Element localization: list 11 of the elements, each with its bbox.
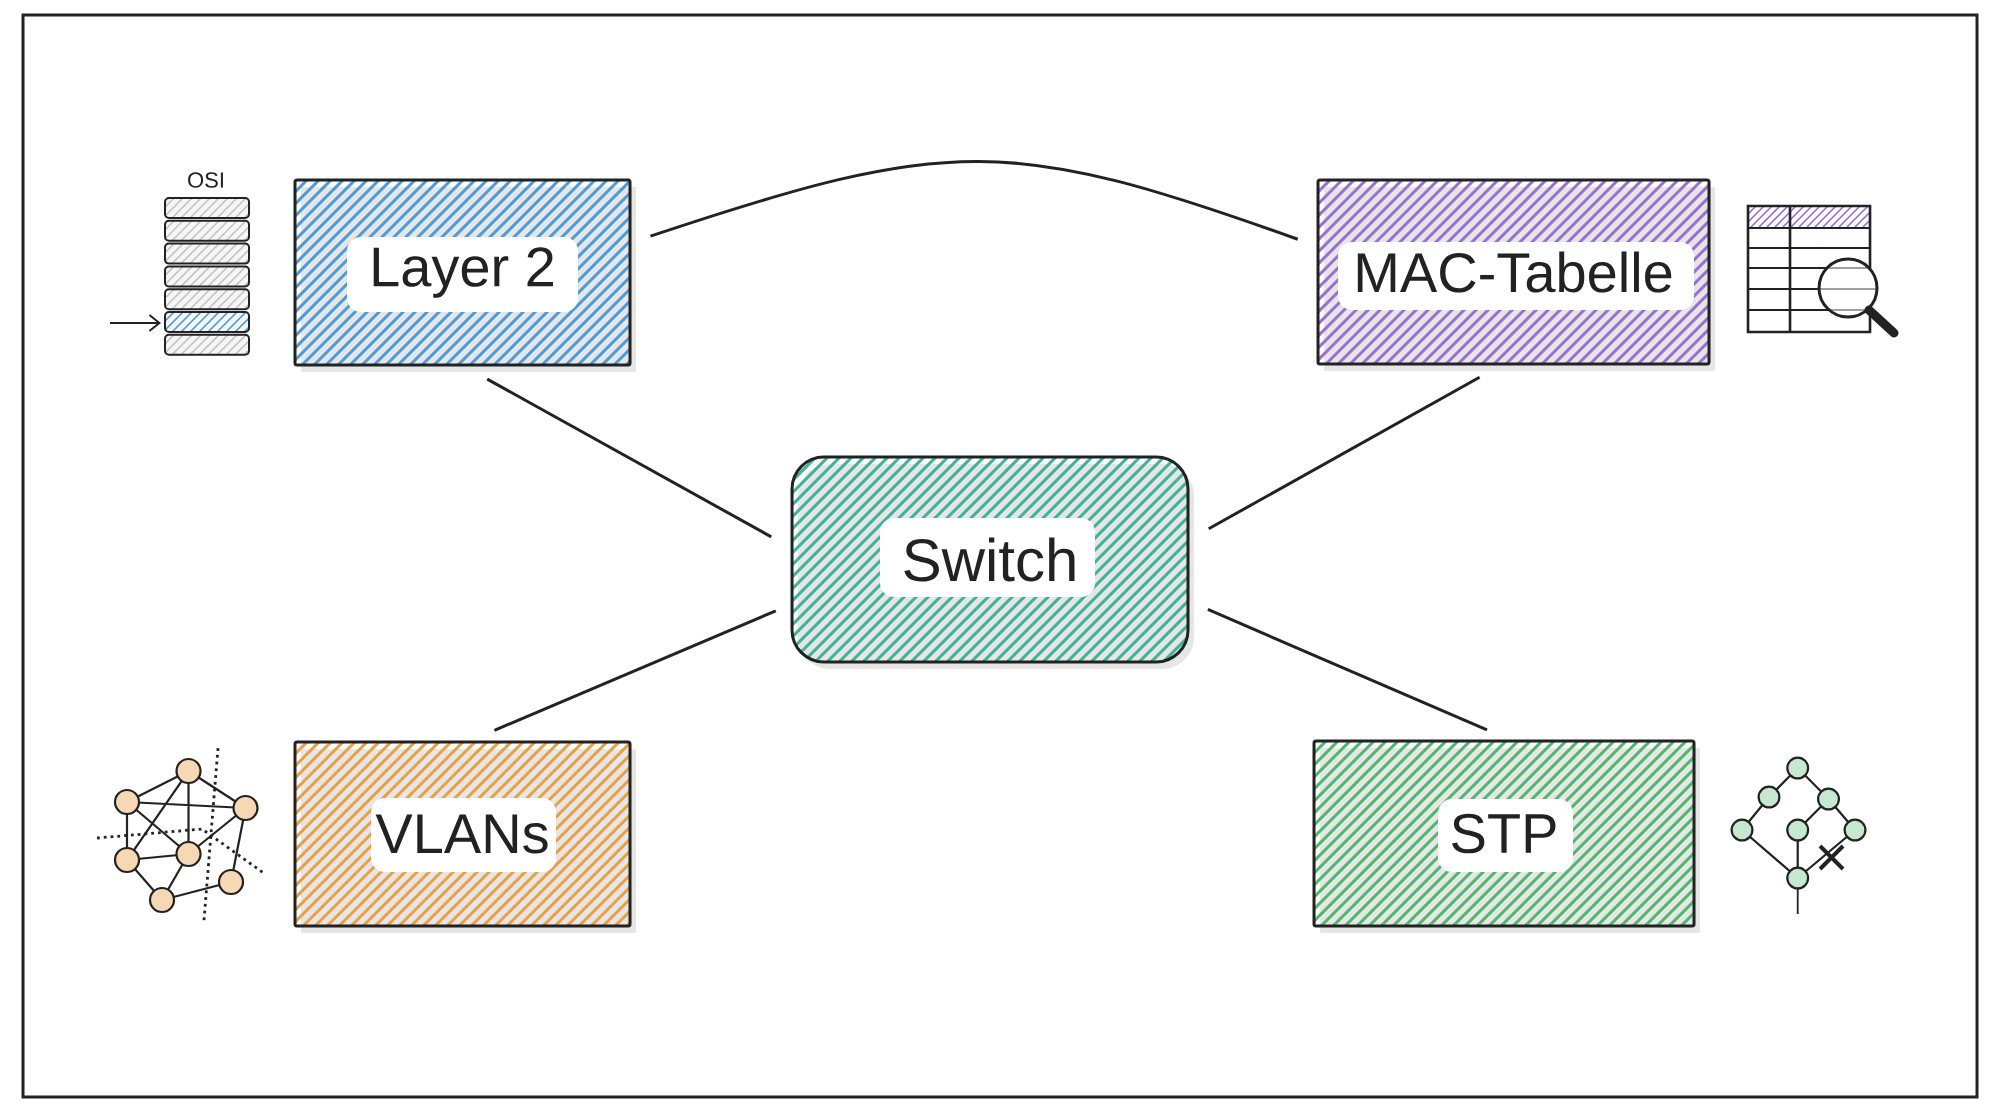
connector-line	[650, 159, 1299, 241]
hatched-box: VLANs	[293, 740, 636, 933]
connector-line	[1207, 375, 1481, 531]
hatched-box: Switch	[790, 455, 1194, 669]
connector-line	[493, 609, 777, 732]
hatched-box: STP	[1312, 739, 1700, 933]
hatched-box: MAC-Tabelle	[1316, 178, 1715, 371]
hatched-box: Layer 2	[293, 178, 636, 372]
connector-line	[1207, 608, 1488, 732]
connector-line	[486, 377, 772, 539]
icon-label: OSI	[188, 172, 223, 188]
